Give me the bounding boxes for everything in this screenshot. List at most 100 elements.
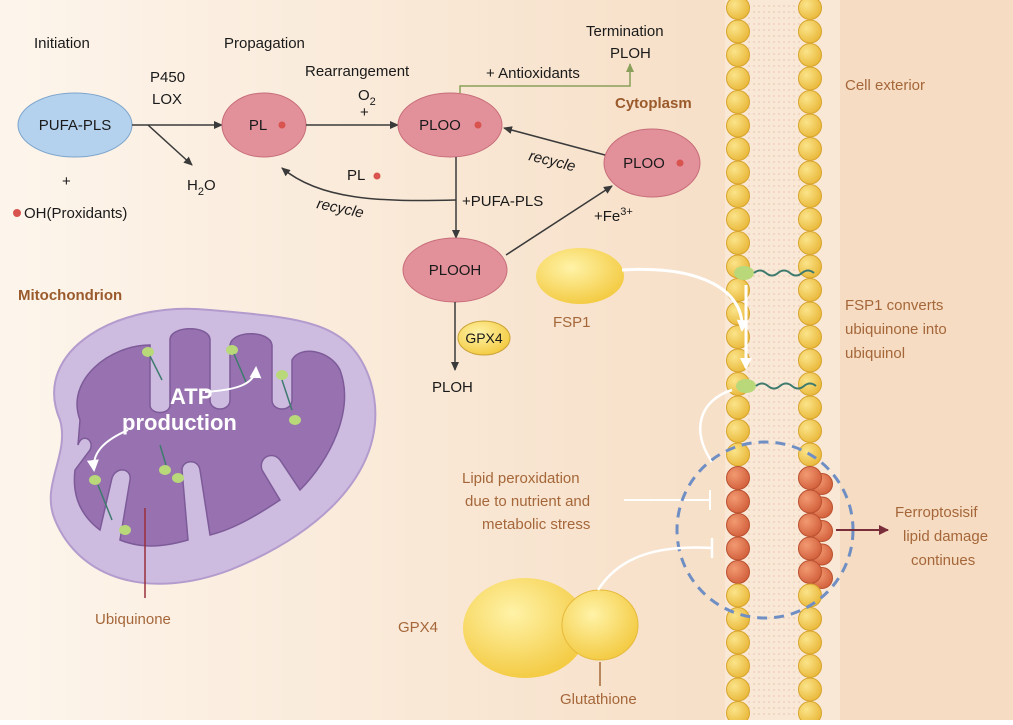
arrow-atp-top [204, 366, 262, 393]
annotation-fsp1-2: ubiquinone into [845, 321, 947, 338]
damaged-lipid-head [726, 560, 750, 584]
lipid-head [798, 348, 822, 373]
membrane-ubiquinol-bottom [736, 379, 817, 393]
label-cytoplasm: Cytoplasm [615, 95, 692, 112]
lipid-head [726, 677, 750, 702]
lipid-head [798, 160, 822, 185]
label-plus: + [62, 173, 71, 190]
label-initiation: Initiation [34, 35, 90, 52]
label-propagation: Propagation [224, 35, 305, 52]
lipid-head [798, 301, 822, 326]
lipid-head [726, 19, 750, 44]
radical-dot-pl [278, 121, 286, 129]
node-ploo [397, 92, 503, 158]
svg-text:O2: O2 [358, 87, 376, 108]
lipid-head [726, 701, 750, 725]
arrow-plooh-to-ploo [505, 185, 613, 256]
node-plooh-label: PLOOH [429, 262, 482, 279]
node-fsp1-label: FSP1 [553, 314, 591, 331]
damaged-lipid-head [798, 560, 822, 584]
label-lox: LOX [152, 91, 182, 108]
lipid-head [798, 113, 822, 138]
lipid-head [798, 137, 822, 161]
label-pl-radical: PL [347, 167, 365, 184]
lipid-head [798, 395, 822, 420]
label-o2: O2 [358, 87, 376, 108]
mitochondrion-cristae [73, 328, 346, 547]
annotation-lipid-3: metabolic stress [482, 516, 590, 533]
damaged-lipid-head [798, 536, 822, 561]
radical-dot-ploo [474, 121, 482, 129]
radical-dot-oh [13, 209, 21, 217]
lipid-head [726, 207, 750, 232]
node-gpx4-small-label: GPX4 [465, 330, 503, 346]
mitochondrion [49, 307, 377, 585]
node-ploo-right-label: PLOO [623, 155, 665, 172]
lipid-head [726, 184, 750, 208]
annotation-fsp1-3: ubiquinol [845, 345, 905, 362]
lipid-head [798, 630, 822, 655]
arrow-atp-bottom [86, 429, 129, 472]
arrow-termination [459, 63, 634, 93]
lipid-head [798, 19, 822, 44]
damaged-lipid-head [726, 536, 750, 561]
lipid-head [798, 278, 822, 302]
inhibition-curve-ubiquinol [698, 388, 733, 463]
arrow-recycle-bottom [281, 167, 457, 202]
node-glutathione-label: Glutathione [560, 691, 637, 708]
label-plus-pufa-pls: +PUFA-PLS [462, 193, 543, 210]
damaged-lipid-head [798, 489, 822, 514]
lipid-head [726, 583, 750, 608]
label-p450: P450 [150, 69, 185, 86]
annotation-lipid-2: due to nutrient and [465, 493, 590, 510]
node-gpx4-small [457, 320, 511, 356]
label-rearrangement: Rearrangement [305, 63, 410, 80]
annotation-ferro-3: continues [911, 552, 975, 569]
label-ubiquinone: Ubiquinone [95, 611, 171, 628]
label-h2o: H2O [187, 177, 216, 198]
damaged-lipid-head [726, 489, 750, 514]
lipid-head [798, 231, 822, 255]
annotation-ferro-1: Ferroptosisif [895, 504, 978, 521]
lipid-head [798, 677, 822, 702]
annotation-fsp1-1: FSP1 converts [845, 297, 943, 314]
arrow-fsp1-to-membrane [621, 267, 749, 332]
lipid-head [798, 207, 822, 232]
inhibition-curve-gpx4 [596, 546, 713, 591]
node-glutathione [561, 589, 639, 661]
label-oh-proxidants: OH(Proxidants) [24, 205, 127, 222]
lipid-head [798, 254, 822, 279]
lipid-head [798, 43, 822, 67]
svg-text:H2O: H2O [187, 177, 216, 198]
lipid-head [726, 137, 750, 161]
lipid-head [726, 630, 750, 655]
lipid-head [726, 231, 750, 255]
label-cell-exterior: Cell exterior [845, 77, 925, 94]
lipid-head [798, 654, 822, 678]
node-pufa-pls-label: PUFA-PLS [39, 117, 112, 134]
label-fe3: +Fe3+ [594, 206, 633, 225]
label-ploh-bottom: PLOH [432, 379, 473, 396]
node-ploo-right [603, 128, 701, 198]
damaged-lipid-head [798, 466, 822, 490]
lipid-head [798, 607, 822, 631]
lipid-head [798, 325, 822, 349]
label-antioxidants: + Antioxidants [486, 65, 580, 82]
lipid-head [726, 90, 750, 114]
node-pl-label: PL [249, 117, 267, 134]
label-termination-ploh: PLOH [610, 45, 651, 62]
membrane-tails [748, 5, 800, 715]
lipid-head [726, 160, 750, 185]
cell-exterior-background [840, 0, 1013, 720]
svg-text:+Fe3+: +Fe3+ [594, 206, 633, 225]
lipid-head [798, 90, 822, 114]
label-atp: ATP [170, 384, 212, 409]
arrow-recycle-right [503, 126, 606, 156]
damaged-lipid-head [726, 466, 750, 490]
label-mitochondrion: Mitochondrion [18, 287, 122, 304]
radical-dot-pl-recycle [373, 172, 381, 180]
lipid-head [798, 0, 822, 20]
lipid-head [798, 184, 822, 208]
